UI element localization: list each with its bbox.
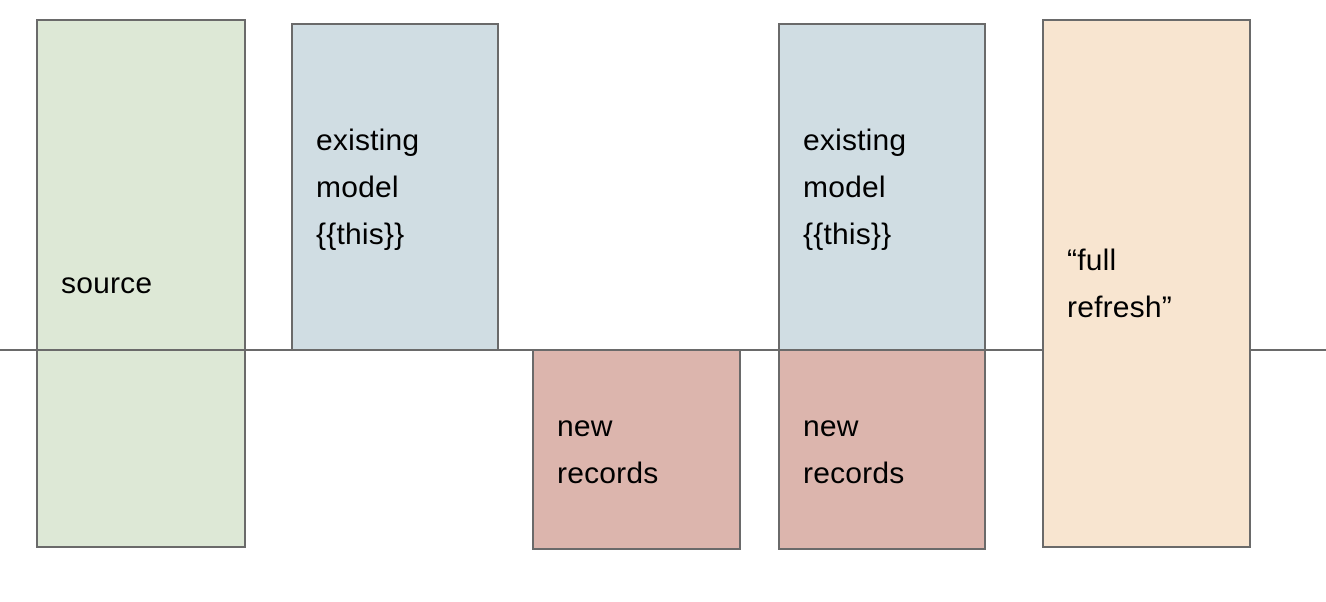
full-refresh-box-label: “full refresh” [1067,243,1172,324]
source-box: source [36,19,246,548]
new-records-box-left-label: new records [557,409,659,490]
new-records-box-right-label: new records [803,409,905,490]
new-records-box-left: new records [532,349,741,550]
existing-model-box-left-label: existing model {{this}} [316,123,420,251]
existing-model-box-right-label: existing model {{this}} [803,123,907,251]
source-box-label: source [61,267,153,300]
existing-model-box-left: existing model {{this}} [291,23,499,351]
new-records-box-right: new records [778,349,986,550]
existing-model-box-right: existing model {{this}} [778,23,986,351]
full-refresh-box: “full refresh” [1042,19,1251,548]
